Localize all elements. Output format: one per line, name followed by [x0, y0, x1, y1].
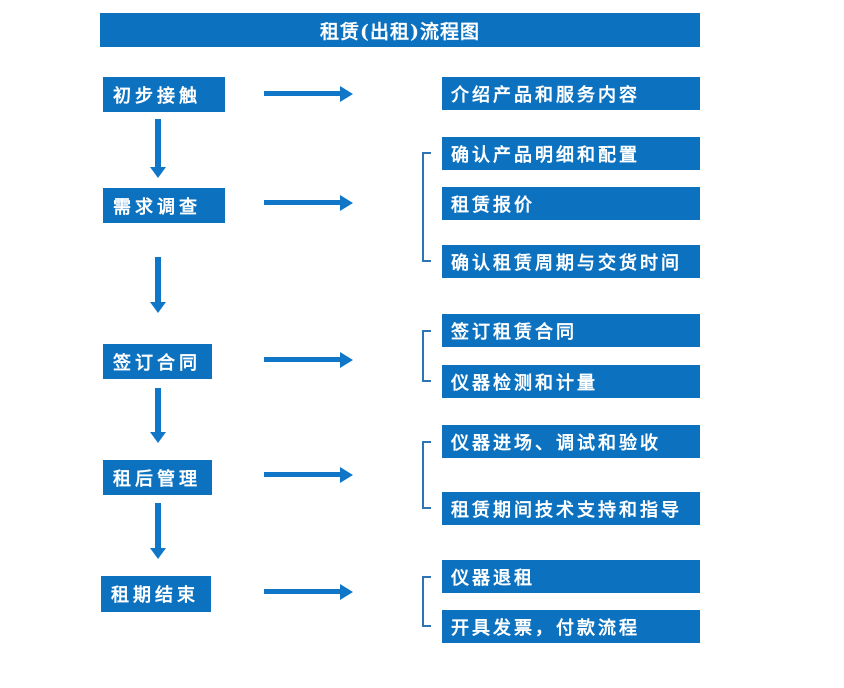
stage-box-post-rental-management: 租后管理 [103, 460, 212, 495]
down-arrow-3 [150, 388, 166, 443]
right-arrow-shaft [264, 91, 341, 96]
down-arrow-head [150, 302, 166, 313]
down-arrow-shaft [155, 119, 161, 167]
right-arrow-shaft [264, 472, 341, 477]
down-arrow-4 [150, 503, 166, 559]
group-bracket-sign-contract [422, 330, 431, 382]
right-arrow-shaft [264, 357, 341, 362]
stage-box-sign-contract: 签订合同 [103, 344, 212, 379]
output-box: 仪器检测和计量 [442, 365, 700, 398]
down-arrow-shaft [155, 503, 161, 548]
output-box: 租赁期间技术支持和指导 [442, 492, 700, 525]
right-arrow-2 [264, 195, 353, 211]
group-bracket-rental-end [422, 576, 431, 627]
right-arrow-shaft [264, 200, 341, 205]
output-box: 确认租赁周期与交货时间 [442, 245, 700, 278]
group-bracket-demand-survey [422, 152, 431, 262]
flowchart-title: 租赁(出租)流程图 [320, 20, 480, 43]
down-arrow-shaft [155, 388, 161, 432]
right-arrow-3 [264, 352, 353, 368]
output-box: 仪器退租 [442, 560, 700, 593]
down-arrow-head [150, 548, 166, 559]
output-box: 签订租赁合同 [442, 314, 700, 347]
right-arrow-4 [264, 467, 353, 483]
down-arrow-1 [150, 119, 166, 178]
output-box: 开具发票，付款流程 [442, 610, 700, 643]
right-arrow-head [340, 352, 353, 368]
output-box: 租赁报价 [442, 187, 700, 220]
stage-box-initial-contact: 初步接触 [103, 77, 225, 112]
output-box: 介绍产品和服务内容 [442, 77, 700, 110]
group-bracket-post-rental [422, 441, 431, 509]
output-box: 确认产品明细和配置 [442, 137, 700, 170]
right-arrow-head [340, 195, 353, 211]
stage-box-rental-end: 租期结束 [101, 576, 211, 612]
right-arrow-head [340, 584, 353, 600]
flowchart-title-bar: 租赁(出租)流程图 [100, 13, 700, 47]
down-arrow-2 [150, 257, 166, 313]
stage-box-demand-survey: 需求调查 [103, 188, 225, 223]
right-arrow-5 [264, 584, 353, 600]
down-arrow-shaft [155, 257, 161, 302]
right-arrow-head [340, 467, 353, 483]
down-arrow-head [150, 167, 166, 178]
right-arrow-1 [264, 86, 353, 102]
down-arrow-head [150, 432, 166, 443]
right-arrow-head [340, 86, 353, 102]
right-arrow-shaft [264, 589, 341, 594]
output-box: 仪器进场、调试和验收 [442, 425, 700, 458]
